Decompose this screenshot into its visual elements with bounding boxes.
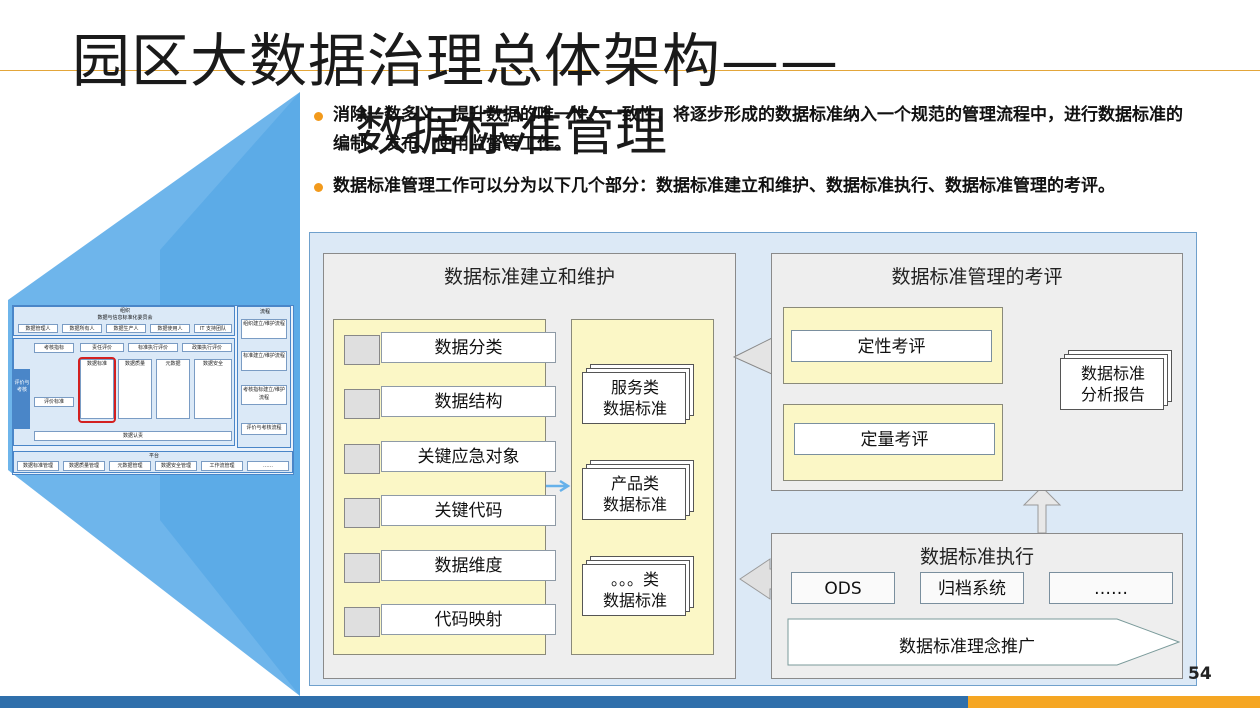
bullet-dot-icon	[314, 183, 323, 192]
evaluate-panel: 数据标准管理的考评 定性考评 定量考评 数据标准 分析报告	[771, 253, 1183, 491]
item-key-emergency-object: 关键应急对象	[381, 441, 556, 472]
item-tab-icon	[344, 607, 380, 637]
bullet-2: 数据标准管理工作可以分为以下几个部分：数据标准建立和维护、数据标准执行、数据标准…	[314, 172, 1196, 201]
thumb-domain: 数据标准	[80, 359, 114, 419]
thumb-row-label: 考核指标	[34, 343, 74, 353]
thumb-platform-title: 平台	[148, 453, 159, 459]
thumb-process: 考核指标建立/维护流程	[241, 385, 287, 405]
thumb-platform-item: 元数据管理	[109, 461, 151, 471]
thumb-role: IT 支持团队	[194, 324, 232, 333]
quantitative-label: 定量考评	[794, 423, 995, 455]
footer-bar-orange	[968, 696, 1260, 708]
document-icon: 。。。类 数据标准	[582, 564, 686, 616]
thumb-org-title: 组织	[119, 308, 130, 314]
thumb-subheader: 责任评价	[80, 343, 124, 352]
bullet-dot-icon	[314, 112, 323, 121]
promotion-arrow	[787, 618, 1181, 666]
document-icon: 数据标准 分析报告	[1060, 358, 1164, 410]
thumb-row-label: 评价标准	[34, 397, 74, 407]
thumb-process: 标准建立/维护流程	[241, 351, 287, 371]
thumb-domain: 数据质量	[118, 359, 152, 419]
thumb-org-box: 组织 数据与信息标准化委员会 数据管理人 数据所有人 数据生产人 数据使用人 I…	[13, 306, 235, 336]
doc-analysis-report: 数据标准 分析报告	[1060, 350, 1172, 412]
document-icon: 产品类 数据标准	[582, 468, 686, 520]
doc-product-standard: 产品类 数据标准	[582, 460, 694, 522]
maintain-panel-title: 数据标准建立和维护	[443, 266, 615, 288]
bullet-1: 消除一数多义，提升数据的唯一性、一致性，将逐步形成的数据标准纳入一个规范的管理流…	[314, 101, 1196, 159]
thumb-role: 数据使用人	[150, 324, 190, 333]
thumb-role: 数据所有人	[62, 324, 102, 333]
thumb-committee: 数据与信息标准化委员会	[97, 315, 153, 321]
page-subtitle: 数据标准管理	[355, 103, 668, 163]
execute-panel: 数据标准执行 ODS 归档系统 …… 数据标准理念推广	[771, 533, 1183, 679]
thumb-role: 数据生产人	[106, 324, 146, 333]
item-tab-icon	[344, 335, 380, 365]
maintain-panel: 数据标准建立和维护 数据分类 数据结构 关键应急对象 关键代码 数据维度 代码映…	[323, 253, 736, 679]
item-data-structure: 数据结构	[381, 386, 556, 417]
item-data-classification: 数据分类	[381, 332, 556, 363]
doc-service-standard: 服务类 数据标准	[582, 364, 694, 426]
item-code-mapping: 代码映射	[381, 604, 556, 635]
architecture-thumbnail: 组织 数据与信息标准化委员会 数据管理人 数据所有人 数据生产人 数据使用人 I…	[12, 305, 294, 475]
thumb-evaluation-box: 评价与考核 考核指标 评价标准 责任评价 标准执行评价 政策执行评价 数据标准 …	[13, 338, 235, 446]
maintain-items-column: 数据分类 数据结构 关键应急对象 关键代码 数据维度 代码映射	[333, 319, 556, 655]
quantitative-box: 定量考评	[783, 404, 1003, 481]
page-number: 54	[1188, 664, 1212, 684]
evaluate-panel-title: 数据标准管理的考评	[891, 266, 1063, 288]
item-tab-icon	[344, 553, 380, 583]
thumb-platform-box: 平台 数据标准管理 数据质量管理 元数据管理 数据安全管理 工作流管理 ……	[13, 451, 293, 473]
thumb-left-label: 评价与考核	[14, 369, 30, 429]
doc-other-standard: 。。。类 数据标准	[582, 556, 694, 618]
thumb-process-title: 流程	[259, 309, 270, 315]
title-divider	[0, 70, 1260, 71]
standards-column: 服务类 数据标准 产品类 数据标准 。。。类 数据标准	[571, 319, 714, 655]
thumb-platform-item: ……	[247, 461, 289, 471]
item-data-dimension: 数据维度	[381, 550, 556, 581]
thumb-process: 组织建立/维护流程	[241, 319, 287, 339]
thumb-domain: 元数据	[156, 359, 190, 419]
document-icon: 服务类 数据标准	[582, 372, 686, 424]
thumb-role: 数据管理人	[18, 324, 58, 333]
thumb-process-box: 流程 组织建立/维护流程 标准建立/维护流程 考核指标建立/维护流程 评价与考核…	[237, 306, 291, 448]
system-archive: 归档系统	[920, 572, 1024, 604]
system-more: ……	[1049, 572, 1173, 604]
execute-panel-title: 数据标准执行	[919, 546, 1034, 568]
item-tab-icon	[344, 444, 380, 474]
thumb-platform-item: 工作流管理	[201, 461, 243, 471]
system-ods: ODS	[791, 572, 895, 604]
thumb-platform-item: 数据安全管理	[155, 461, 197, 471]
item-key-code: 关键代码	[381, 495, 556, 526]
page-title: 园区大数据治理总体架构——	[72, 27, 840, 95]
item-tab-icon	[344, 498, 380, 528]
standards-diagram: 数据标准建立和维护 数据分类 数据结构 关键应急对象 关键代码 数据维度 代码映…	[309, 232, 1197, 686]
promotion-label: 数据标准理念推广	[899, 637, 1035, 657]
qualitative-label: 定性考评	[791, 330, 992, 362]
item-tab-icon	[344, 389, 380, 419]
left-chevron-icon	[732, 336, 775, 376]
right-arrow-icon	[546, 479, 571, 493]
qualitative-box: 定性考评	[783, 307, 1003, 384]
thumb-platform-item: 数据标准管理	[17, 461, 59, 471]
thumb-process: 评价与考核流程	[241, 423, 287, 435]
thumb-subheader: 政策执行评价	[182, 343, 232, 352]
thumb-platform-item: 数据质量管理	[63, 461, 105, 471]
thumb-subheader: 标准执行评价	[128, 343, 178, 352]
up-arrow-icon	[1022, 486, 1062, 534]
footer-bar-blue	[0, 696, 968, 708]
thumb-domain: 数据安全	[194, 359, 232, 419]
thumb-highlight	[78, 357, 116, 423]
thumb-base: 数据认责	[34, 431, 232, 441]
